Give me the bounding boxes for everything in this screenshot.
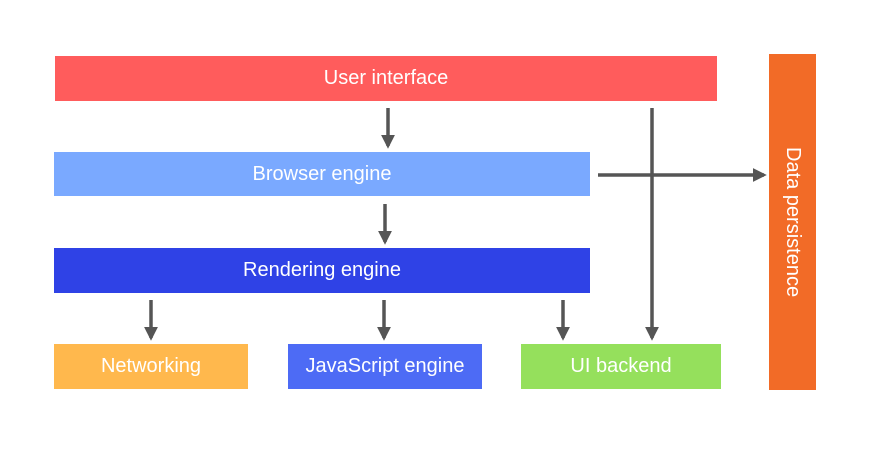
data-persistence-label: Data persistence: [782, 146, 804, 298]
data-persistence-box: Data persistence: [769, 54, 816, 390]
rendering-engine-label: Rendering engine: [243, 259, 401, 281]
user-interface-label: User interface: [323, 67, 449, 89]
browser-engine-label: Browser engine: [252, 162, 392, 185]
ui-backend-label: UI backend: [570, 355, 672, 377]
rendering-engine-box: Rendering engine: [54, 248, 590, 293]
networking-box: Networking: [54, 344, 248, 389]
browser-engine-box: Browser engine: [54, 152, 590, 196]
javascript-engine-box: JavaScript engine: [288, 344, 482, 389]
user-interface-box: User interface: [55, 56, 717, 101]
networking-label: Networking: [100, 355, 202, 377]
ui-backend-box: UI backend: [521, 344, 721, 389]
javascript-engine-label: JavaScript engine: [305, 355, 465, 377]
